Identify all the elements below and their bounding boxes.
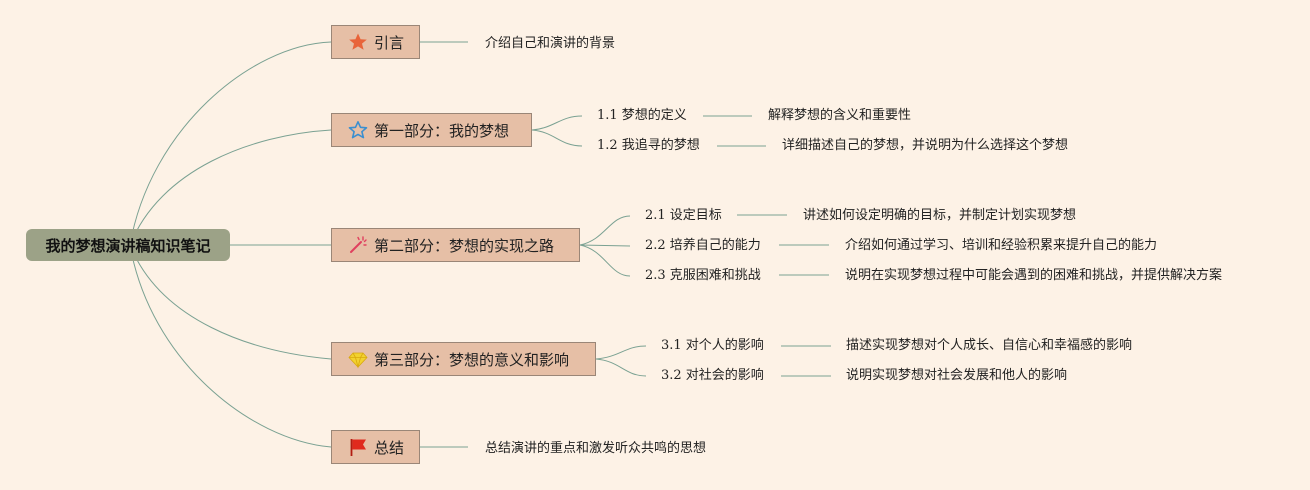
- sub-3-2-label: 3.2 对社会的影响: [661, 368, 764, 383]
- sub-1-2-label: 1.2 我追寻的梦想: [597, 138, 700, 153]
- sub-1-1-label: 1.1 梦想的定义: [597, 108, 687, 123]
- sub-2-1-label: 2.1 设定目标: [645, 208, 722, 223]
- branch-part2[interactable]: 第二部分：梦想的实现之路: [331, 228, 580, 262]
- sub-1-1-detail: 解释梦想的含义和重要性: [768, 108, 912, 123]
- connector-part3-sub2: [595, 358, 647, 377]
- sub-3-1-label: 3.1 对个人的影响: [661, 338, 764, 353]
- connector-part1-sub2: [531, 129, 583, 147]
- branch-summary[interactable]: 总结: [331, 430, 420, 464]
- branch-part3[interactable]: 第三部分：梦想的意义和影响: [331, 342, 596, 376]
- connector-root-part1: [129, 129, 332, 246]
- intro-detail: 介绍自己和演讲的背景: [485, 36, 616, 51]
- connector-root-part3: [129, 244, 332, 360]
- connector-part1-sub1: [531, 115, 583, 131]
- sub-3-2-detail: 说明实现梦想对社会发展和他人的影响: [846, 368, 1068, 383]
- branch-part2-label: 第二部分：梦想的实现之路: [374, 236, 555, 255]
- sub-2-2-detail: 介绍如何通过学习、培训和经验积累来提升自己的能力: [845, 238, 1158, 253]
- branch-part1-label: 第一部分：我的梦想: [374, 121, 510, 140]
- connector-part2-sub3: [579, 244, 631, 277]
- connector-part2-sub2: [579, 244, 631, 247]
- connector-root-intro: [129, 41, 332, 246]
- root-title: 我的梦想演讲稿知识笔记: [45, 236, 211, 255]
- sub-1-2-detail: 详细描述自己的梦想，并说明为什么选择这个梦想: [782, 138, 1069, 153]
- branch-intro-label: 引言: [374, 33, 405, 52]
- branch-intro[interactable]: 引言: [331, 25, 420, 59]
- sub-2-3-label: 2.3 克服困难和挑战: [645, 268, 761, 283]
- branch-part1[interactable]: 第一部分：我的梦想: [331, 113, 532, 147]
- star-filled-icon: [348, 32, 368, 52]
- sub-2-3-detail: 说明在实现梦想过程中可能会遇到的困难和挑战，并提供解决方案: [845, 268, 1223, 283]
- connector-part2-sub1: [579, 215, 631, 246]
- sub-2-2-label: 2.2 培养自己的能力: [645, 238, 761, 253]
- red-flag-icon: [348, 437, 368, 457]
- star-outline-icon: [348, 120, 368, 140]
- connector-part3-sub1: [595, 345, 647, 360]
- branch-part3-label: 第三部分：梦想的意义和影响: [374, 350, 570, 369]
- diamond-icon: [348, 349, 368, 369]
- root-node[interactable]: 我的梦想演讲稿知识笔记: [26, 229, 230, 261]
- magic-wand-icon: [348, 235, 368, 255]
- sub-2-1-detail: 讲述如何设定明确的目标，并制定计划实现梦想: [803, 208, 1077, 223]
- connector-root-summary: [129, 244, 332, 448]
- summary-detail: 总结演讲的重点和激发听众共鸣的思想: [485, 441, 707, 456]
- sub-3-1-detail: 描述实现梦想对个人成长、自信心和幸福感的影响: [846, 338, 1133, 353]
- branch-summary-label: 总结: [374, 438, 405, 457]
